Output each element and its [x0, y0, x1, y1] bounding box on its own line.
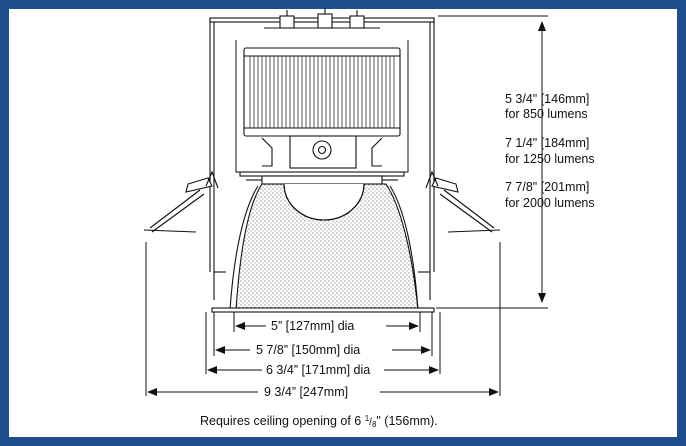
width-9-3-4in-label: 9 3/4” [247mm]	[264, 385, 348, 399]
left-spring-clip	[143, 170, 219, 233]
terminal-screws	[264, 8, 380, 29]
width-5in-label: 5” [127mm] dia	[271, 319, 354, 333]
height-850-note: for 850 lumens	[505, 107, 588, 121]
height-850-size: 5 3/4" [146mm]	[505, 92, 589, 106]
width-extension-lines	[145, 242, 501, 396]
reflector	[229, 183, 419, 311]
height-dimension	[436, 15, 548, 309]
width-dim-5-7-8in: 5 7/8” [150mm] dia	[215, 343, 431, 357]
right-spring-clip	[425, 170, 501, 233]
fixture-drawing	[143, 8, 501, 313]
height-2000-size: 7 7/8" [201mm]	[505, 180, 589, 194]
trim-flange	[211, 271, 435, 313]
heatsink	[243, 47, 401, 137]
height-1250-size: 7 1/4" [184mm]	[505, 136, 589, 150]
ceiling-opening-caption: Requires ceiling opening of 6 1/8" (156m…	[200, 414, 438, 429]
height-1250-note: for 1250 lumens	[505, 152, 595, 166]
width-dim-5in: 5” [127mm] dia	[235, 319, 419, 333]
width-dim-9-3-4in: 9 3/4” [247mm]	[147, 385, 499, 399]
width-6-3-4in-label: 6 3/4” [171mm] dia	[266, 363, 370, 377]
height-labels: 5 3/4" [146mm] for 850 lumens 7 1/4" [18…	[505, 92, 595, 210]
height-2000-note: for 2000 lumens	[505, 196, 595, 210]
width-5-7-8in-label: 5 7/8” [150mm] dia	[256, 343, 360, 357]
reflector-collar	[239, 171, 405, 185]
width-dim-6-3-4in: 6 3/4” [171mm] dia	[207, 363, 439, 377]
